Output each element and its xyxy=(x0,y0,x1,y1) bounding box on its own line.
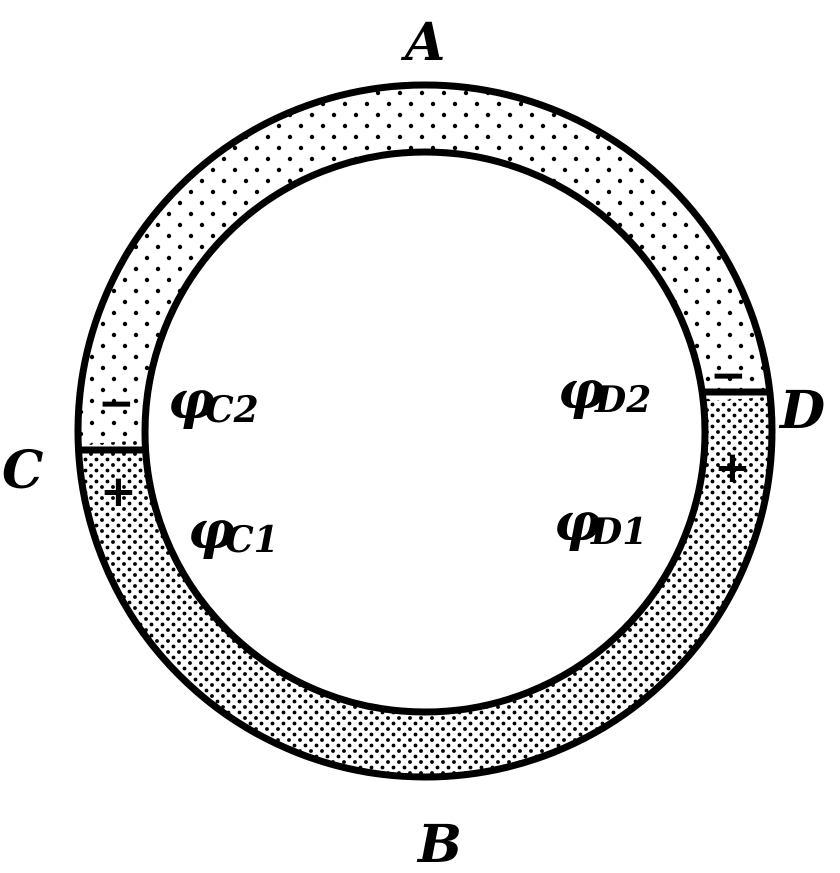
label-d: D xyxy=(778,380,825,441)
sign-d-minus: − xyxy=(710,350,747,401)
svg-text:φ: φ xyxy=(188,500,235,561)
svg-text:φ: φ xyxy=(558,360,605,421)
potential-d1: φ D1 xyxy=(554,492,647,553)
svg-text:C2: C2 xyxy=(205,389,259,431)
svg-text:D2: D2 xyxy=(594,379,651,421)
svg-text:D1: D1 xyxy=(590,511,647,553)
potential-d2: φ D2 xyxy=(558,360,651,421)
potential-c2: φ C2 xyxy=(168,370,259,431)
svg-text:C1: C1 xyxy=(225,519,279,561)
potential-c1: φ C1 xyxy=(188,500,279,561)
sign-d-plus: + xyxy=(714,442,751,493)
svg-text:φ: φ xyxy=(554,492,601,553)
label-b: B xyxy=(416,814,462,873)
label-c: C xyxy=(2,440,43,501)
sign-c-plus: + xyxy=(100,466,137,517)
label-a: A xyxy=(400,12,445,73)
inner-circle xyxy=(141,148,709,716)
svg-text:φ: φ xyxy=(168,370,215,431)
sign-c-minus: − xyxy=(98,378,135,429)
outer-circle xyxy=(74,81,776,781)
